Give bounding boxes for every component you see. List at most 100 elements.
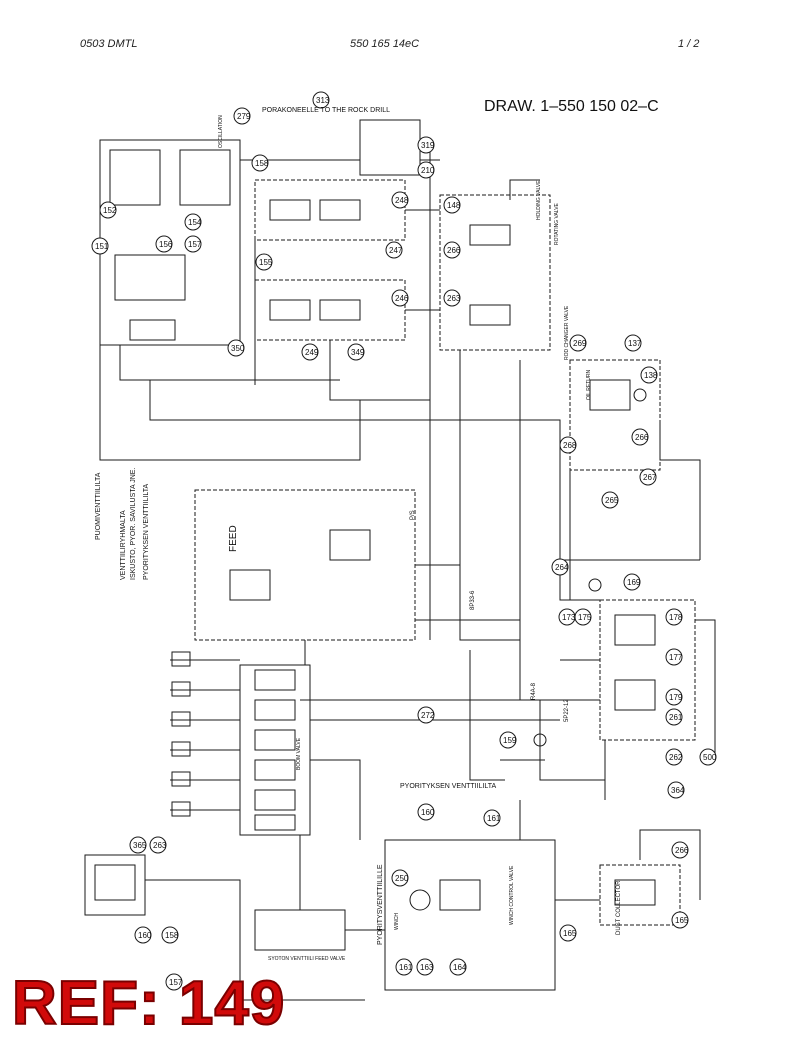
svg-text:261: 261 — [669, 713, 683, 722]
callout-marker: 151 — [91, 237, 109, 255]
callout-marker: 264 — [551, 558, 569, 576]
callout-marker: 500 — [699, 748, 717, 766]
callout-marker: 279 — [233, 107, 251, 125]
svg-text:173: 173 — [562, 613, 576, 622]
drawing-number: DRAW. 1–550 150 02–C — [484, 98, 659, 115]
svg-text:364: 364 — [671, 786, 685, 795]
label-pressure-fb: 8P33-6 — [470, 590, 476, 610]
svg-text:155: 155 — [259, 258, 273, 267]
rock-drill-block — [359, 119, 421, 176]
callout-marker: 157 — [184, 235, 202, 253]
svg-text:151: 151 — [95, 242, 109, 251]
label-to-rotation-valve: PYORITYSVENTTIILILLE — [377, 864, 384, 945]
reference-label: REF: 149 — [11, 968, 286, 1039]
svg-text:160: 160 — [138, 931, 152, 940]
callout-marker: 155 — [255, 253, 273, 271]
callout-marker: 156 — [155, 235, 173, 253]
svg-text:264: 264 — [555, 563, 569, 572]
label-rock-drill: PORAKONEELLE TO THE ROCK DRILL — [262, 107, 390, 114]
svg-text:156: 156 — [159, 240, 173, 249]
svg-text:250: 250 — [395, 874, 409, 883]
callout-marker: 269 — [569, 334, 587, 352]
label-flow: R4A-8 — [531, 682, 537, 700]
callout-marker: 163 — [416, 958, 434, 976]
header-page-number: 1 / 2 — [678, 38, 700, 50]
callout-marker: 148 — [443, 196, 461, 214]
label-winch: WINCH — [394, 913, 400, 930]
label-winch-control: WINCH CONTROL VALVE — [509, 865, 515, 925]
label-dust-collector: DUST COLLECTOR — [616, 880, 622, 935]
callout-marker: 349 — [347, 343, 365, 361]
svg-text:319: 319 — [421, 141, 435, 150]
callout-marker: 267 — [639, 468, 657, 486]
callout-marker: 268 — [559, 436, 577, 454]
callout-marker: 248 — [391, 191, 409, 209]
svg-text:247: 247 — [389, 246, 403, 255]
label-flow-2: 5P22-12 — [564, 699, 570, 722]
svg-text:175: 175 — [578, 613, 592, 622]
label-feed-valve: SYOTON VENTTIILI FEED VALVE — [268, 956, 346, 962]
svg-text:169: 169 — [627, 578, 641, 587]
svg-text:246: 246 — [395, 294, 409, 303]
svg-text:163: 163 — [420, 963, 434, 972]
callout-marker: 138 — [640, 366, 658, 384]
svg-text:263: 263 — [447, 294, 461, 303]
svg-text:262: 262 — [669, 753, 683, 762]
svg-text:266: 266 — [635, 433, 649, 442]
label-rotating-valve: ROTATING VALVE — [554, 202, 560, 245]
callout-marker: 165 — [671, 911, 689, 929]
callout-marker: 175 — [574, 608, 592, 626]
svg-text:266: 266 — [447, 246, 461, 255]
svg-text:178: 178 — [669, 613, 683, 622]
svg-text:138: 138 — [644, 371, 658, 380]
svg-text:210: 210 — [421, 166, 435, 175]
callout-marker: 137 — [624, 334, 642, 352]
svg-text:313: 313 — [316, 96, 330, 105]
svg-text:249: 249 — [305, 348, 319, 357]
svg-text:272: 272 — [421, 711, 435, 720]
label-boom-valve: PUOMIVENTTIILILTA — [95, 472, 102, 540]
winch-control-block — [384, 839, 556, 991]
callout-marker: 266 — [631, 428, 649, 446]
svg-text:159: 159 — [503, 736, 517, 745]
callout-marker: 179 — [665, 688, 683, 706]
callout-marker: 161 — [483, 809, 501, 827]
svg-text:263: 263 — [153, 841, 167, 850]
label-boom-valve-en: BOOM VALVE — [296, 737, 302, 770]
svg-text:137: 137 — [628, 339, 642, 348]
label-valve-group: VENTTIILIRYHMALTA — [120, 510, 127, 580]
central-valve-upper — [254, 179, 406, 241]
label-rotation-note: ISKUSTO, PYOR. SAVILUSTA JNE. — [130, 468, 137, 580]
svg-text:279: 279 — [237, 112, 251, 121]
label-rotation-valve: PYORITYKSEN VENTTIILILTA — [143, 483, 150, 580]
label-rod-changer: ROD CHANGER VALVE — [564, 305, 570, 360]
label-feed: FEED — [228, 525, 239, 552]
callout-marker: 266 — [443, 241, 461, 259]
callout-marker: 152 — [99, 201, 117, 219]
svg-text:177: 177 — [669, 653, 683, 662]
callout-marker: 160 — [134, 926, 152, 944]
svg-text:158: 158 — [165, 931, 179, 940]
oscillation-valve-a — [109, 149, 161, 206]
label-oscillation: OSCILLATION — [218, 115, 224, 148]
callout-marker: 266 — [671, 841, 689, 859]
callout-marker: 164 — [449, 958, 467, 976]
callout-marker: 173 — [558, 608, 576, 626]
svg-text:265: 265 — [605, 496, 619, 505]
callout-marker: 158 — [251, 154, 269, 172]
oil-return-block — [569, 359, 661, 471]
header-part-number: 550 165 14eC — [350, 38, 420, 50]
svg-text:350: 350 — [231, 344, 245, 353]
callout-marker: 247 — [385, 241, 403, 259]
label-oil-return: OIL RETURN — [586, 370, 592, 400]
svg-text:165: 165 — [675, 916, 689, 925]
svg-text:349: 349 — [351, 348, 365, 357]
svg-text:157: 157 — [188, 240, 202, 249]
svg-text:161: 161 — [487, 814, 501, 823]
callout-marker: 157 — [165, 973, 183, 991]
callout-marker: 365 — [129, 836, 147, 854]
callout-marker: 249 — [301, 343, 319, 361]
oscillation-valve-b — [179, 149, 231, 206]
callout-marker: 161 — [395, 958, 413, 976]
